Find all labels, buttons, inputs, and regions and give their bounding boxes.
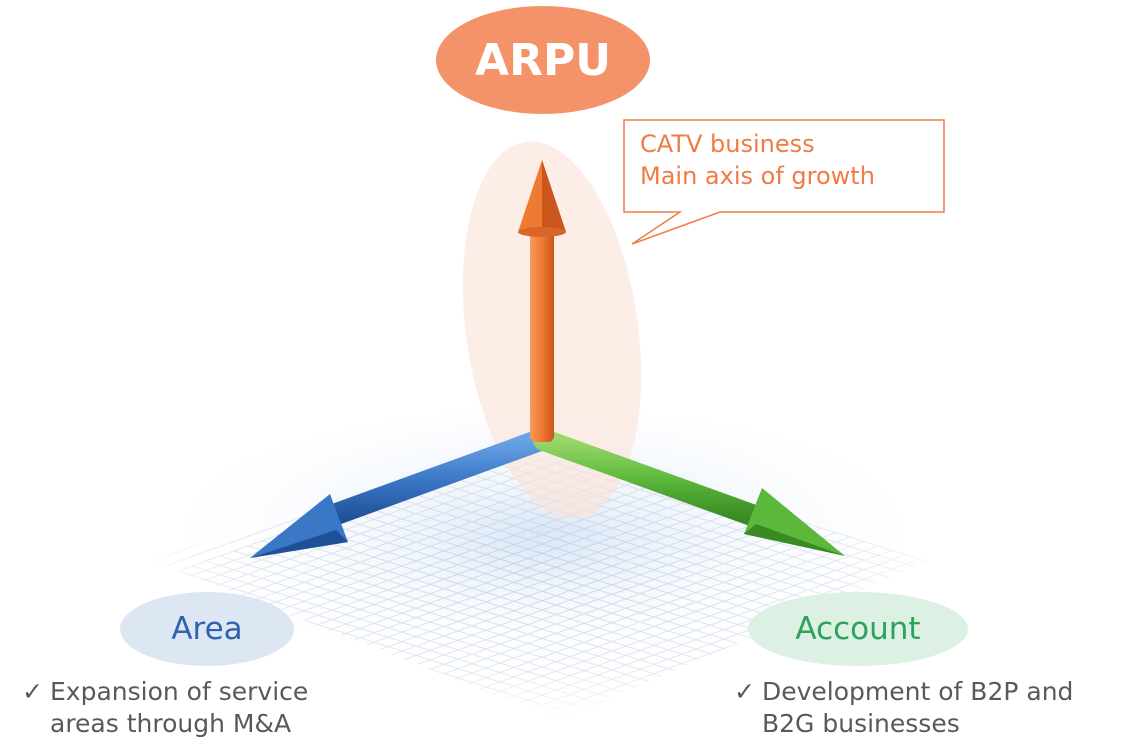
grid-line bbox=[150, 438, 151, 489]
grid-line bbox=[948, 294, 1129, 444]
grid-line bbox=[962, 289, 1129, 439]
grid-line bbox=[877, 438, 930, 470]
grid-line bbox=[150, 438, 165, 493]
grid-line bbox=[835, 438, 930, 485]
account-arrow bbox=[533, 429, 845, 556]
grid-line bbox=[863, 438, 930, 475]
account-bullet: ✓ Development of B2P and B2G businesses bbox=[734, 676, 1073, 740]
grid-line bbox=[919, 438, 930, 455]
grid-line bbox=[891, 438, 930, 465]
grid-line bbox=[849, 438, 930, 480]
account-bullet-line-1: Development of B2P and bbox=[762, 677, 1074, 706]
arpu-label: ARPU bbox=[436, 6, 650, 114]
grid-line bbox=[1004, 274, 1129, 424]
grid-line bbox=[0, 303, 108, 474]
grid-line bbox=[0, 294, 80, 465]
grid-line bbox=[0, 299, 94, 470]
grid-line bbox=[150, 438, 179, 498]
callout-line-2: Main axis of growth bbox=[640, 162, 875, 190]
check-icon: ✓ bbox=[22, 677, 43, 706]
area-arrow bbox=[250, 429, 551, 558]
callout-box bbox=[623, 119, 945, 245]
grid-line bbox=[150, 438, 221, 511]
area-bullet-line-1: Expansion of service bbox=[50, 677, 309, 706]
grid-line bbox=[0, 290, 66, 461]
grid-line bbox=[0, 308, 122, 479]
grid-line bbox=[821, 438, 930, 490]
grid-line bbox=[934, 299, 1129, 449]
grid-line bbox=[905, 438, 930, 460]
callout-text: CATV business Main axis of growth bbox=[640, 128, 950, 192]
grid-line bbox=[150, 438, 193, 502]
area-label: Area bbox=[120, 592, 294, 666]
grid-line bbox=[0, 312, 136, 483]
account-bullet-line-2: B2G businesses bbox=[762, 709, 960, 738]
grid-line bbox=[976, 284, 1129, 434]
arpu-arrow bbox=[518, 160, 566, 442]
area-bullet-line-2: areas through M&A bbox=[50, 709, 292, 738]
account-label: Account bbox=[748, 592, 968, 666]
grid-line bbox=[150, 438, 207, 506]
grid-line bbox=[990, 279, 1129, 429]
grid-line bbox=[1018, 269, 1129, 419]
area-bullet: ✓ Expansion of service areas through M&A bbox=[22, 676, 308, 740]
callout-line-1: CATV business bbox=[640, 130, 815, 158]
check-icon: ✓ bbox=[734, 677, 755, 706]
